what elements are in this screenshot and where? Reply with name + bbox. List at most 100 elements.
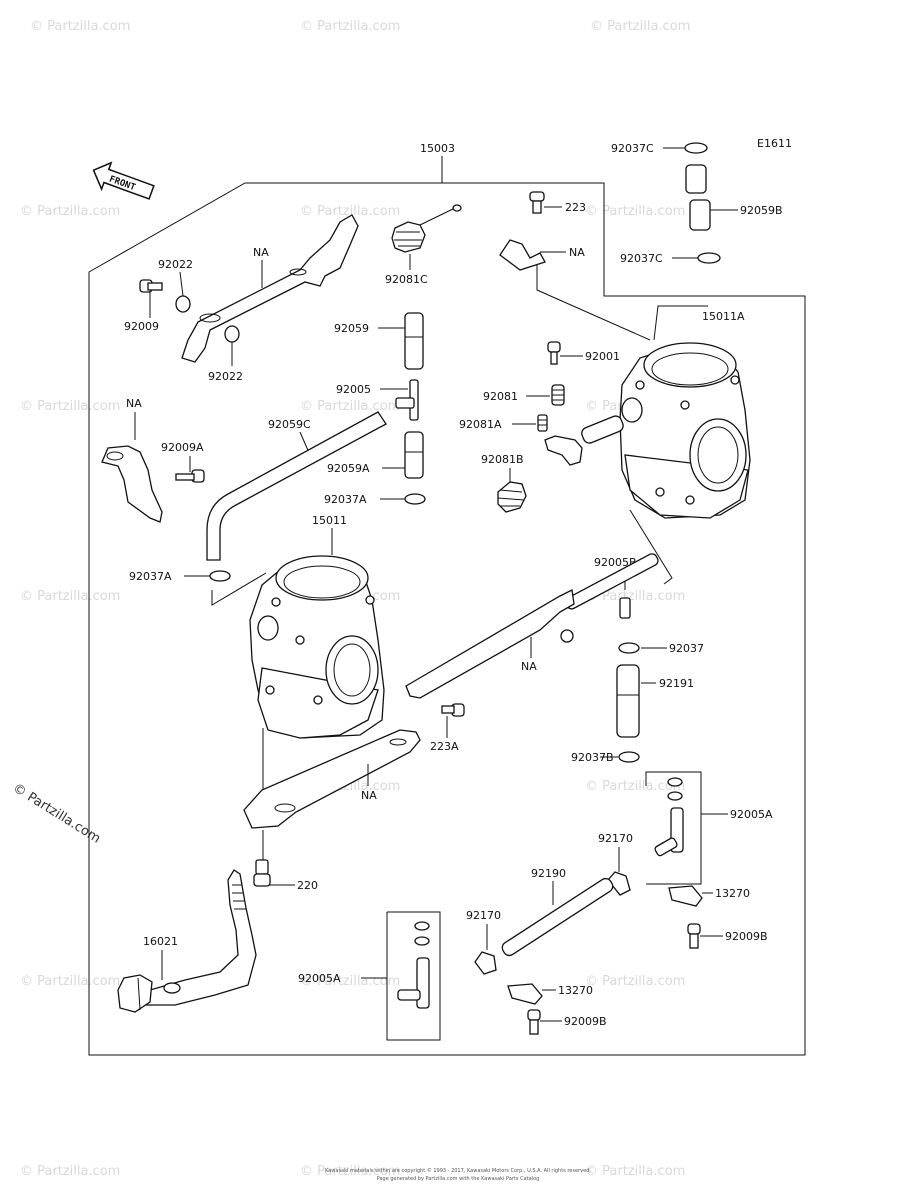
- hose-icon: [404, 312, 424, 370]
- rail-bracket-icon: [405, 589, 575, 699]
- part-label-92009: 92009: [124, 320, 159, 333]
- part-label-92191: 92191: [659, 677, 694, 690]
- part-label-na-rail: NA: [521, 660, 537, 673]
- watermark: © Partzilla.com: [20, 589, 120, 604]
- washer-icon: [175, 295, 191, 313]
- bracket-icon: [499, 239, 546, 271]
- throttle-cable-icon: [117, 869, 257, 1013]
- watermark: © Partzilla.com: [20, 204, 120, 219]
- copyright-line: Kawasaki materials within are copyright …: [325, 1167, 591, 1174]
- o-ring-icon: [414, 921, 430, 931]
- part-label-92081: 92081: [483, 390, 518, 403]
- part-label-92059b: 92059B: [740, 204, 783, 217]
- screw-icon: [527, 1009, 541, 1035]
- o-ring-icon: [209, 570, 231, 582]
- part-label-92190: 92190: [531, 867, 566, 880]
- part-label-15011a: 15011A: [702, 310, 745, 323]
- watermark: © Partzilla.com: [30, 19, 130, 34]
- part-label-92001: 92001: [585, 350, 620, 363]
- part-label-92059: 92059: [334, 322, 369, 335]
- part-label-92037a: 92037A: [324, 493, 367, 506]
- fitting-icon: [654, 807, 684, 857]
- watermark: © Partzilla.com: [300, 19, 400, 34]
- part-label-92005: 92005: [336, 383, 371, 396]
- fuel-pipe-icon: [560, 553, 659, 643]
- carburetor-left: [249, 555, 385, 739]
- part-label-223: 223: [565, 201, 586, 214]
- part-label-92009b-left: 92009B: [564, 1015, 607, 1028]
- part-label-92005a-right: 92005A: [730, 808, 773, 821]
- o-ring-icon: [414, 936, 430, 946]
- o-ring-icon: [697, 252, 721, 264]
- watermark: © Partzilla.com: [300, 1164, 400, 1179]
- spring-icon: [497, 481, 527, 513]
- carburetor-right: [619, 342, 751, 519]
- hose-icon: [689, 199, 711, 231]
- part-label-92037: 92037: [669, 642, 704, 655]
- part-label-92005b: 92005B: [594, 556, 637, 569]
- hose-icon: [501, 877, 614, 957]
- throttle-link-icon: [181, 214, 359, 363]
- watermark: © Partzilla.com: [590, 19, 690, 34]
- watermark: © Partzilla.com: [585, 974, 685, 989]
- diagram-code: E1611: [757, 137, 792, 150]
- part-label-223a: 223A: [430, 740, 459, 753]
- clamp-icon: [474, 951, 497, 975]
- part-label-na-link: NA: [253, 246, 269, 259]
- front-arrow-icon: FRONT: [92, 161, 155, 200]
- part-label-92022: 92022: [158, 258, 193, 271]
- part-label-220: 220: [297, 879, 318, 892]
- hose-icon: [616, 664, 640, 738]
- part-label-92059a: 92059A: [327, 462, 370, 475]
- tee-fitting-icon: [395, 379, 419, 421]
- clamp-icon: [607, 871, 631, 896]
- part-label-92037b: 92037B: [571, 751, 614, 764]
- part-label-na-left: NA: [126, 397, 142, 410]
- screw-icon: [687, 923, 701, 949]
- part-label-92037c-mid: 92037C: [620, 252, 663, 265]
- part-label-13270-left: 13270: [558, 984, 593, 997]
- watermark: © Partzilla.com: [585, 1164, 685, 1179]
- watermark: © Partzilla.com: [300, 204, 400, 219]
- part-label-92059c: 92059C: [268, 418, 311, 431]
- screw-icon: [253, 859, 271, 887]
- screw-icon: [139, 279, 163, 293]
- part-label-92005a-left: 92005A: [298, 972, 341, 985]
- part-label-15003: 15003: [420, 142, 455, 155]
- part-label-92009a: 92009A: [161, 441, 204, 454]
- part-label-92037c: 92037C: [611, 142, 654, 155]
- washer-icon: [224, 325, 240, 343]
- part-label-na-lower: NA: [361, 789, 377, 802]
- part-label-92170-left: 92170: [466, 909, 501, 922]
- copyright-line-2: Page generated by Partzilla.com with the…: [377, 1176, 540, 1182]
- fitting-icon: [397, 957, 430, 1009]
- o-ring-icon: [667, 777, 683, 787]
- part-label-92009b-right: 92009B: [725, 930, 768, 943]
- hose-icon: [685, 164, 707, 194]
- watermark: © Partzilla.com: [300, 399, 400, 414]
- watermark: © Partzilla.com: [585, 204, 685, 219]
- part-label-92037a-b: 92037A: [129, 570, 172, 583]
- screw-icon: [547, 341, 561, 365]
- o-ring-icon: [618, 642, 640, 654]
- watermark: © Partzilla.com: [585, 779, 685, 794]
- spring-icon: [537, 414, 548, 432]
- part-label-16021: 16021: [143, 935, 178, 948]
- assembly-outline: [88, 182, 806, 1056]
- screw-icon: [175, 469, 205, 483]
- spring-icon: [391, 204, 462, 253]
- lower-plate-icon: [243, 729, 421, 829]
- part-label-92081a: 92081A: [459, 418, 502, 431]
- part-label-92081c: 92081C: [385, 273, 428, 286]
- o-ring-icon: [618, 751, 640, 763]
- choke-plunger-icon: [544, 415, 624, 466]
- watermark: © Partzilla.com: [585, 589, 685, 604]
- long-hose-icon: [206, 411, 387, 561]
- part-label-92170-right: 92170: [598, 832, 633, 845]
- watermark: © Partzilla.com: [20, 974, 120, 989]
- hose-icon: [404, 431, 424, 479]
- part-label-92022-b: 92022: [208, 370, 243, 383]
- watermark: © Partzilla.com: [20, 399, 120, 414]
- watermark: © Partzilla.com: [20, 1164, 120, 1179]
